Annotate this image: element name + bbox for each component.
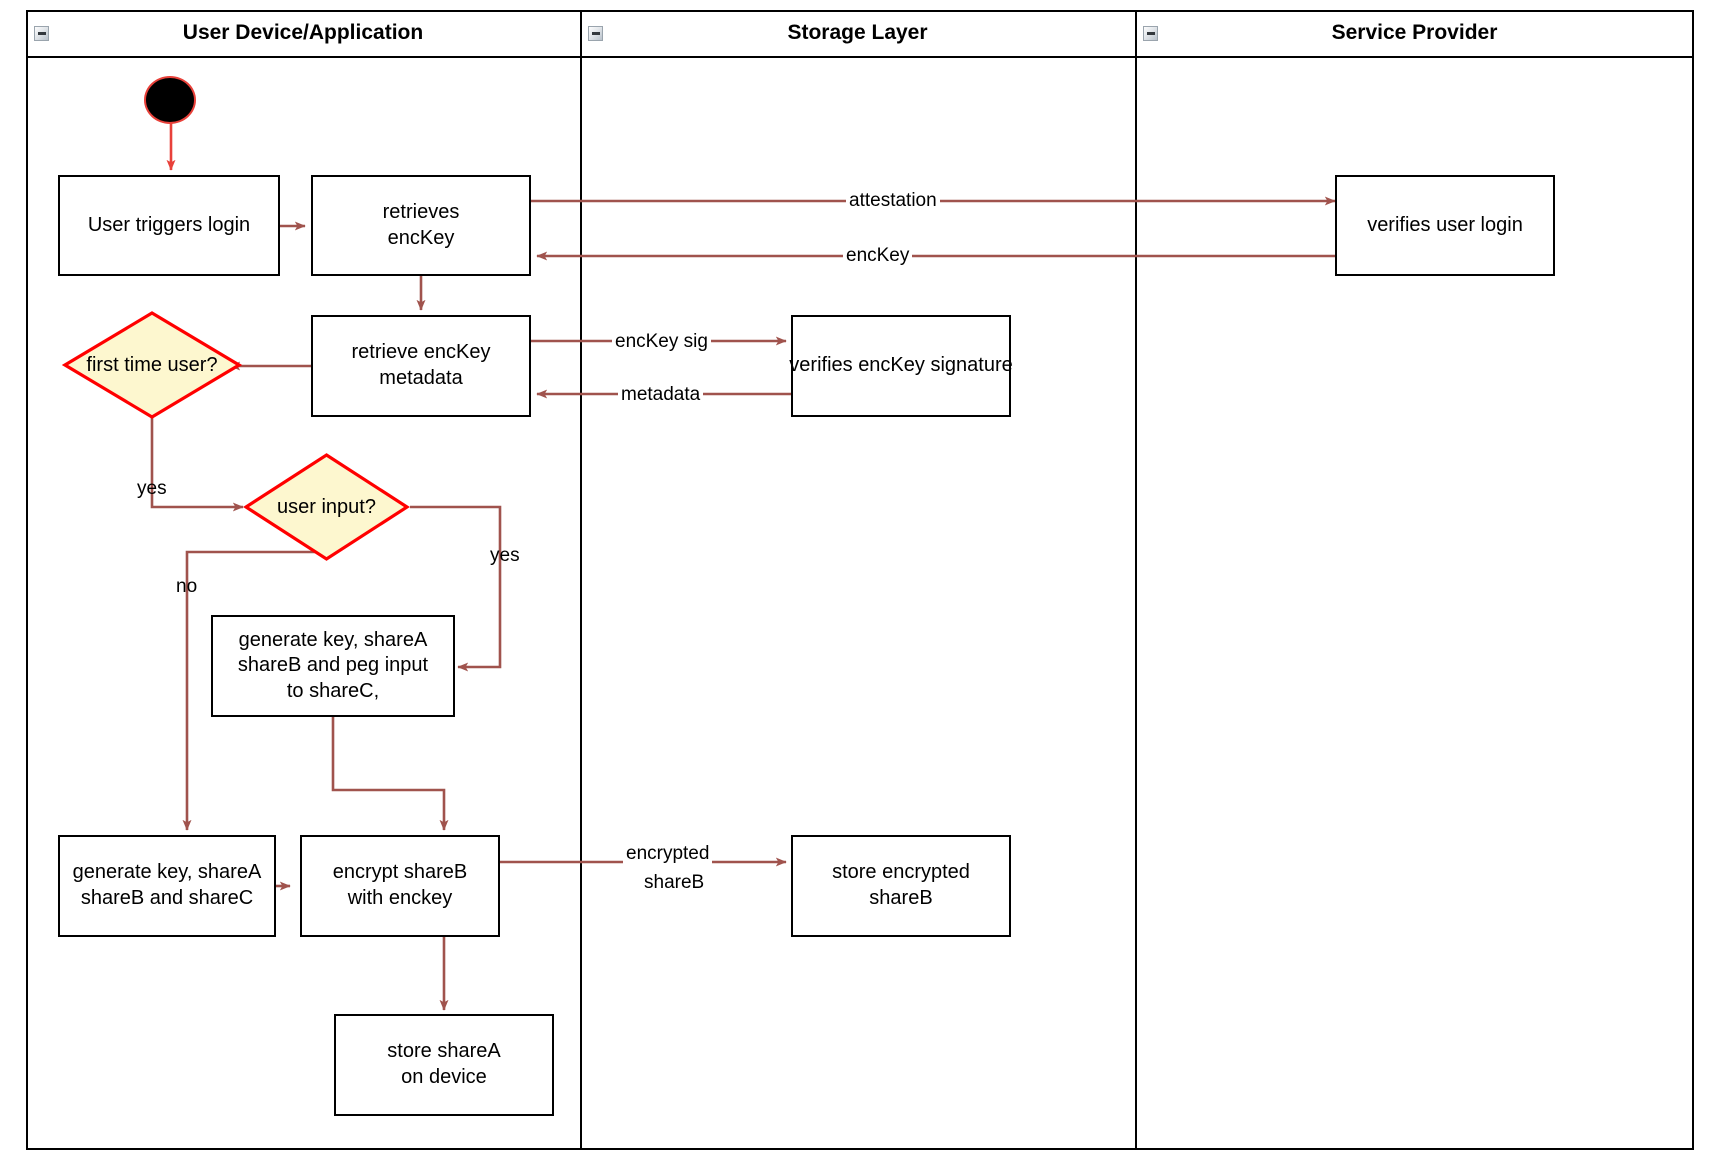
node-label-line2: shareB [869, 887, 933, 909]
node-label-line1: store shareA [387, 1040, 501, 1063]
decision-label-line2: user? [167, 353, 218, 376]
swimlane-pool [26, 10, 1694, 1150]
edge-label-no-user-input: no [176, 576, 198, 597]
node-store-encrypted-shareb[interactable]: store encrypted shareB [791, 835, 1011, 937]
node-label-line2: encKey [387, 226, 455, 249]
lane-header-service-provider[interactable]: Service Provider [1135, 10, 1694, 58]
node-label-line1: retrieves [382, 200, 460, 223]
node-verifies-enckey-signature[interactable]: verifies encKey signature [789, 315, 1013, 417]
node-generate-key-peg-sharec[interactable]: generate key, shareA shareB and peg inpu… [211, 615, 455, 717]
node-store-sharea-on-device[interactable]: store shareA on device [334, 1014, 554, 1116]
lane-divider-1 [580, 10, 582, 1150]
edge-label-encrypted-shareb-line1: encrypted [623, 843, 713, 866]
edge-label-enckey-sig: encKey sig [612, 331, 711, 354]
node-label-line1: encrypt shareB [332, 861, 468, 884]
node-label-line1: generate key, shareA [238, 628, 428, 651]
lane-header-storage-layer[interactable]: Storage Layer [580, 10, 1135, 58]
node-label-line2: metadata [379, 367, 463, 389]
lane-header-user-device[interactable]: User Device/Application [26, 10, 580, 58]
node-label-line2: shareB and peg input [237, 654, 429, 677]
lane-title-storage-layer: Storage Layer [787, 21, 928, 44]
minus-square-icon-storage-layer[interactable] [588, 26, 603, 41]
edge-label-encrypted-shareb-line2: shareB [641, 872, 708, 895]
decision-label-line1: first time [86, 353, 162, 376]
node-retrieves-enckey[interactable]: retrieves encKey [311, 175, 531, 276]
node-label: User triggers login [87, 213, 251, 236]
edge-label-enckey: encKey [843, 245, 913, 268]
minus-square-icon-service-provider[interactable] [1143, 26, 1158, 41]
node-encrypt-shareb[interactable]: encrypt shareB with enckey [300, 835, 500, 937]
lane-divider-2 [1135, 10, 1137, 1150]
edge-label-metadata: metadata [618, 384, 704, 407]
minus-square-icon-user-device[interactable] [34, 26, 49, 41]
node-user-triggers-login[interactable]: User triggers login [58, 175, 280, 276]
decision-first-time-user[interactable]: first time user? [62, 310, 242, 420]
lane-title-service-provider: Service Provider [1331, 21, 1498, 44]
node-label-line2: shareB and shareC [80, 887, 254, 909]
node-label-line2: with enckey [347, 887, 453, 909]
node-label-line1: store encrypted [832, 861, 970, 884]
start-node-icon [144, 76, 196, 124]
node-label-line1: generate key, shareA [72, 861, 262, 884]
node-label: verifies encKey signature [789, 354, 1013, 377]
node-label-line3: to shareC, [286, 679, 380, 702]
node-label-line2: on device [401, 1066, 487, 1088]
decision-user-input[interactable]: user input? [243, 452, 410, 562]
node-label-line1: retrieve encKey [351, 341, 491, 364]
node-generate-key-shareabc[interactable]: generate key, shareA shareB and shareC [58, 835, 276, 937]
node-label: verifies user login [1367, 213, 1523, 236]
edge-label-yes-user-input: yes [490, 545, 520, 566]
edge-label-yes-first-time: yes [137, 478, 167, 499]
node-verifies-user-login[interactable]: verifies user login [1335, 175, 1555, 276]
node-retrieve-enckey-metadata[interactable]: retrieve encKey metadata [311, 315, 531, 417]
edge-label-attestation: attestation [846, 190, 940, 213]
lane-title-user-device: User Device/Application [182, 21, 424, 44]
decision-label: user input? [277, 495, 376, 518]
